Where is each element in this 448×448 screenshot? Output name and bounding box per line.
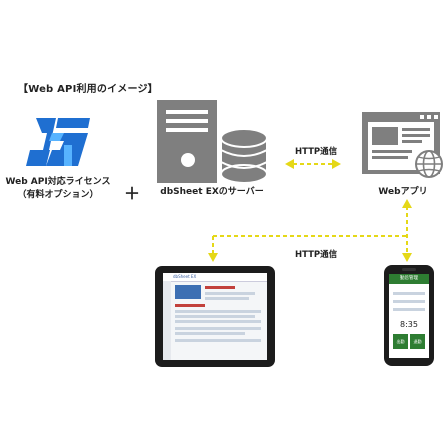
phone-screen: 勤怠管理 8:35 出勤 退勤	[389, 274, 429, 358]
server-icon	[157, 100, 217, 183]
webapp-label: Webアプリ	[378, 187, 428, 197]
phone-header: 勤怠管理	[389, 274, 429, 284]
tablet-line	[175, 310, 261, 313]
clock-out-button[interactable]: 退勤	[410, 334, 425, 349]
tablet-line	[175, 339, 261, 342]
tablet-red-bar	[205, 286, 235, 289]
diagram-heading: 【Web API利用のイメージ】	[18, 84, 158, 95]
http-label-bottom: HTTP通信	[295, 250, 338, 260]
database-icon	[220, 128, 268, 184]
tablet-red-bar	[175, 304, 205, 307]
tablet-line	[205, 292, 255, 295]
tablet-line	[175, 332, 245, 335]
phone-row-line	[393, 300, 425, 303]
tablet-banner-image	[175, 285, 201, 299]
phone-row-line	[393, 308, 425, 311]
tablet-line	[175, 315, 255, 318]
server-label: dbSheet EXのサーバー	[160, 187, 264, 197]
clock-in-button[interactable]: 出勤	[393, 334, 408, 349]
tablet-app-title: dbSheet EX	[163, 273, 267, 282]
http-arrow-bottom	[208, 199, 412, 262]
http-label-top: HTTP通信	[295, 147, 338, 157]
tablet-line	[205, 297, 249, 300]
license-label-line1: Web API対応ライセンス	[5, 177, 111, 187]
license-logo-icon	[26, 118, 90, 166]
globe-icon	[415, 150, 443, 178]
license-label-line2: （有料オプション）	[17, 190, 99, 200]
tablet-line	[175, 327, 261, 330]
license-label: Web API対応ライセンス （有料オプション）	[2, 176, 114, 202]
tablet-screen: dbSheet EX	[163, 273, 267, 360]
plus-sign: ＋	[124, 184, 141, 203]
phone-time: 8:35	[400, 320, 418, 329]
tablet-sidebar	[163, 281, 171, 360]
http-arrow-top	[285, 159, 341, 169]
phone-row-line	[393, 292, 425, 295]
tablet-line	[175, 320, 261, 323]
